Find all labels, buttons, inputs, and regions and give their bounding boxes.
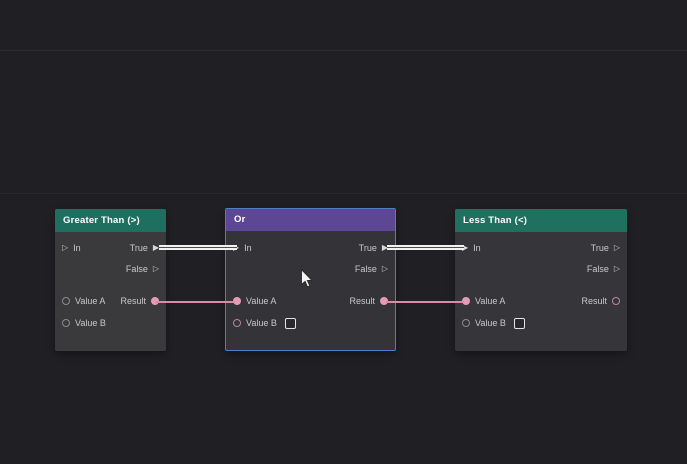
- port-value-b-label: Value B: [475, 318, 506, 328]
- port-value-a-label: Value A: [246, 296, 277, 306]
- node-header[interactable]: Greater Than (>): [55, 209, 166, 232]
- port-row: Value A Result: [455, 292, 627, 310]
- node-greater-than[interactable]: Greater Than (>) ▷ In True ▶ False ▷ Val…: [55, 209, 166, 351]
- node-less-than[interactable]: Less Than (<) ▶ In True ▷ False ▷ Value …: [455, 209, 627, 351]
- port-row: Value B: [226, 314, 395, 332]
- wire-exec-greater-than-to-or[interactable]: [159, 245, 237, 250]
- grid-line-horizontal: [0, 50, 687, 51]
- node-title: Less Than (<): [463, 215, 528, 226]
- port-result-dot-icon[interactable]: [612, 297, 620, 305]
- port-value-b-dot-icon[interactable]: [462, 319, 470, 327]
- port-value-a-dot-icon[interactable]: [62, 297, 70, 305]
- port-false-label: False: [125, 264, 148, 274]
- wire-data-greater-than-to-or[interactable]: [155, 301, 235, 303]
- port-true-triangle-icon[interactable]: ▶: [152, 243, 159, 252]
- port-row: Value A Result: [55, 292, 166, 310]
- port-value-a-label: Value A: [75, 296, 106, 306]
- port-value-a-dot-icon[interactable]: [233, 297, 241, 305]
- port-true-label: True: [590, 243, 609, 253]
- port-false-triangle-icon[interactable]: ▷: [152, 264, 159, 273]
- port-true-triangle-icon[interactable]: ▶: [381, 243, 388, 252]
- port-row: False ▷: [455, 260, 627, 278]
- port-value-b-label: Value B: [246, 318, 277, 328]
- mouse-cursor-icon: [300, 268, 314, 294]
- port-row: False ▷: [226, 260, 395, 278]
- port-true-label: True: [129, 243, 148, 253]
- port-row: False ▷: [55, 260, 166, 278]
- value-b-checkbox[interactable]: [513, 317, 525, 329]
- port-in-triangle-icon[interactable]: ▶: [462, 243, 469, 252]
- port-in-triangle-icon[interactable]: ▷: [62, 243, 69, 252]
- node-title: Greater Than (>): [63, 215, 140, 226]
- port-value-b-label: Value B: [75, 318, 106, 328]
- port-in-label: In: [244, 243, 252, 253]
- port-true-label: True: [358, 243, 377, 253]
- port-row: Value B: [55, 314, 166, 332]
- port-row: ▷ In True ▶: [55, 239, 166, 257]
- wire-data-or-to-less-than[interactable]: [386, 301, 464, 303]
- port-in-label: In: [73, 243, 81, 253]
- port-value-a-label: Value A: [475, 296, 506, 306]
- port-result-dot-icon[interactable]: [380, 297, 388, 305]
- port-result-label: Result: [581, 296, 607, 306]
- port-result-label: Result: [120, 296, 146, 306]
- node-header[interactable]: Less Than (<): [455, 209, 627, 232]
- port-value-b-dot-icon[interactable]: [233, 319, 241, 327]
- port-row: Value B: [455, 314, 627, 332]
- wire-exec-or-to-less-than[interactable]: [387, 245, 464, 250]
- value-b-checkbox[interactable]: [284, 317, 296, 329]
- port-false-triangle-icon[interactable]: ▷: [381, 264, 388, 273]
- node-title: Or: [234, 214, 246, 225]
- port-value-b-dot-icon[interactable]: [62, 319, 70, 327]
- port-value-a-dot-icon[interactable]: [462, 297, 470, 305]
- port-false-triangle-icon[interactable]: ▷: [613, 264, 620, 273]
- port-row: Value A Result: [226, 292, 395, 310]
- grid-line-horizontal: [0, 193, 687, 194]
- port-true-triangle-icon[interactable]: ▷: [613, 243, 620, 252]
- port-row: ▶ In True ▷: [455, 239, 627, 257]
- port-in-label: In: [473, 243, 481, 253]
- port-result-label: Result: [349, 296, 375, 306]
- port-row: ▶ In True ▶: [226, 239, 395, 257]
- port-false-label: False: [586, 264, 609, 274]
- node-header[interactable]: Or: [226, 209, 395, 231]
- port-false-label: False: [354, 264, 377, 274]
